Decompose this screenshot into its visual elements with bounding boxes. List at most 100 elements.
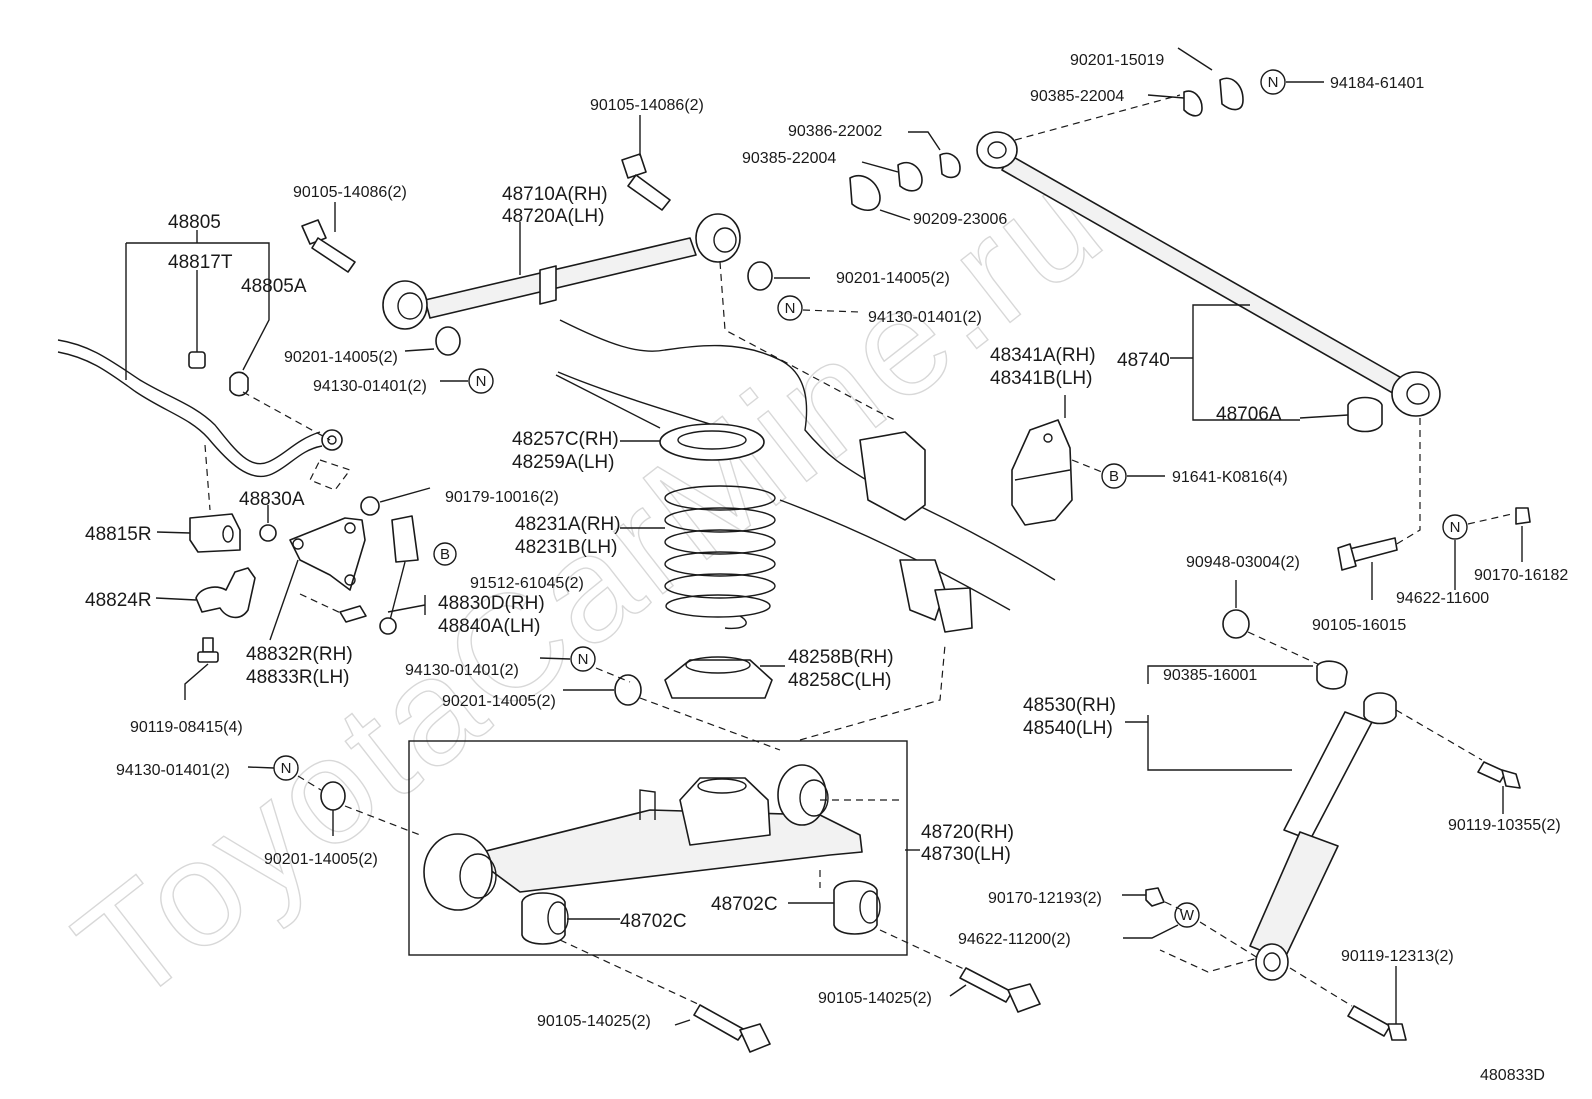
washer-90201-14005-c <box>614 674 642 706</box>
symbol-n: N <box>1268 74 1279 91</box>
label-48805A: 48805A <box>241 276 307 297</box>
label-90201-15019: 90201-15019 <box>1070 52 1164 69</box>
bolt-90105-14025-right <box>959 967 1041 1013</box>
symbol-n: N <box>785 300 796 317</box>
label-48231A: 48231A(RH) <box>515 514 621 535</box>
lower-arm-frame <box>408 740 908 956</box>
label-90105-14086-top: 90105-14086(2) <box>590 97 704 114</box>
label-48830A: 48830A <box>239 489 305 510</box>
label-48341A: 48341A(RH) <box>990 345 1096 366</box>
symbol-n-circle-f <box>1442 514 1468 540</box>
label-48840A: 48840A(LH) <box>438 616 540 637</box>
symbol-b-circle <box>433 542 457 566</box>
nut-90179-10016 <box>360 496 380 516</box>
label-48258B: 48258B(RH) <box>788 647 894 668</box>
label-90105-14025-left: 90105-14025(2) <box>537 1013 651 1030</box>
bump-stop-48341 <box>1011 419 1073 526</box>
washer-90201-14005-b <box>747 261 773 291</box>
label-48530: 48530(RH) <box>1023 695 1116 716</box>
label-48824R: 48824R <box>85 590 152 611</box>
label-90119-12313: 90119-12313(2) <box>1341 948 1454 965</box>
washer-90201-15019 <box>1219 77 1244 111</box>
label-48832R: 48832R(RH) <box>246 644 353 665</box>
bolt-90105-16015 <box>1337 537 1398 571</box>
bushing-48817T <box>188 351 206 369</box>
lateral-control-rod <box>976 131 1441 417</box>
bushing-48706A <box>1347 396 1383 433</box>
washer-90385-22004-b <box>897 161 923 192</box>
label-48231B: 48231B(LH) <box>515 537 617 558</box>
bracket-48815R <box>189 513 241 553</box>
bolt-90119-12313 <box>1347 1005 1407 1041</box>
symbol-b-circle-2 <box>1101 463 1127 489</box>
label-48341B: 48341B(LH) <box>990 368 1092 389</box>
label-91512-61045: 91512-61045(2) <box>470 575 584 592</box>
label-90119-08415: 90119-08415(4) <box>130 719 243 736</box>
symbol-n-circle-e <box>1260 69 1286 95</box>
label-48257C: 48257C(RH) <box>512 429 619 450</box>
label-90948-03004: 90948-03004(2) <box>1186 554 1300 571</box>
bolt-90105-14086-top <box>621 153 671 211</box>
label-90105-14025-right: 90105-14025(2) <box>818 990 932 1007</box>
symbol-n-circle-b <box>777 295 803 321</box>
coil-spring <box>664 485 776 630</box>
label-48702C-left: 48702C <box>620 911 687 932</box>
spring-seat-lower <box>664 656 773 699</box>
label-48830D: 48830D(RH) <box>438 593 545 614</box>
label-90179-10016: 90179-10016(2) <box>445 489 559 506</box>
shock-absorber <box>1249 692 1397 981</box>
bushing-48805A <box>229 371 249 397</box>
label-90201-14005-d: 90201-14005(2) <box>264 851 378 868</box>
label-91641-K0816: 91641-K0816(4) <box>1172 469 1288 486</box>
label-94130-01401-c: 94130-01401(2) <box>405 662 519 679</box>
label-48259A: 48259A(LH) <box>512 452 614 473</box>
label-94184-61401: 94184-61401 <box>1330 75 1424 92</box>
label-94622-11200: 94622-11200(2) <box>958 931 1071 948</box>
label-90105-14086-left: 90105-14086(2) <box>293 184 407 201</box>
label-90385-22004-a: 90385-22004 <box>1030 88 1124 105</box>
label-90201-14005-b: 90201-14005(2) <box>836 270 950 287</box>
upper-control-arm <box>382 213 741 330</box>
label-90170-16182: 90170-16182 <box>1474 567 1568 584</box>
washer-90386-22002 <box>939 152 961 179</box>
label-94130-01401-b: 94130-01401(2) <box>868 309 982 326</box>
symbol-n: N <box>281 760 292 777</box>
label-48540: 48540(LH) <box>1023 718 1113 739</box>
label-48720A: 48720A(LH) <box>502 206 604 227</box>
washer-90209-23006 <box>849 174 881 211</box>
label-48817T: 48817T <box>168 252 233 273</box>
bushing-48702C-right <box>833 880 881 935</box>
label-90105-16015: 90105-16015 <box>1312 617 1406 634</box>
axle-housing-outline <box>557 319 1056 633</box>
bolt-90119-10355 <box>1477 761 1521 789</box>
bolt-90119-08415 <box>197 637 219 663</box>
diagram-code: 480833D <box>1480 1067 1545 1084</box>
label-48730LH: 48730(LH) <box>921 844 1011 865</box>
label-48740: 48740 <box>1117 350 1170 371</box>
symbol-n: N <box>476 373 487 390</box>
clamp-48824R <box>195 567 256 619</box>
bracket-48832R <box>289 517 366 591</box>
label-48706A: 48706A <box>1216 404 1282 425</box>
label-48702C-right: 48702C <box>711 894 778 915</box>
nut-48830A <box>259 524 277 542</box>
bushing-90385-16001 <box>1316 660 1348 690</box>
label-48805: 48805 <box>168 212 221 233</box>
label-90119-10355: 90119-10355(2) <box>1448 817 1561 834</box>
link-48830D <box>339 515 419 635</box>
stabilizer-bar <box>57 339 343 478</box>
label-90201-14005-a: 90201-14005(2) <box>284 349 398 366</box>
label-90201-14005-c: 90201-14005(2) <box>442 693 556 710</box>
label-48710A: 48710A(RH) <box>502 184 608 205</box>
label-48815R: 48815R <box>85 524 152 545</box>
label-90209-23006: 90209-23006 <box>913 211 1007 228</box>
symbol-n: N <box>1450 519 1461 536</box>
washer-90948-03004 <box>1222 609 1250 639</box>
washer-90385-22004-a <box>1183 90 1203 117</box>
bolt-90105-14086-left <box>301 219 356 273</box>
label-48833R: 48833R(LH) <box>246 667 350 688</box>
label-90386-22002: 90386-22002 <box>788 123 882 140</box>
label-90385-22004-b: 90385-22004 <box>742 150 836 167</box>
